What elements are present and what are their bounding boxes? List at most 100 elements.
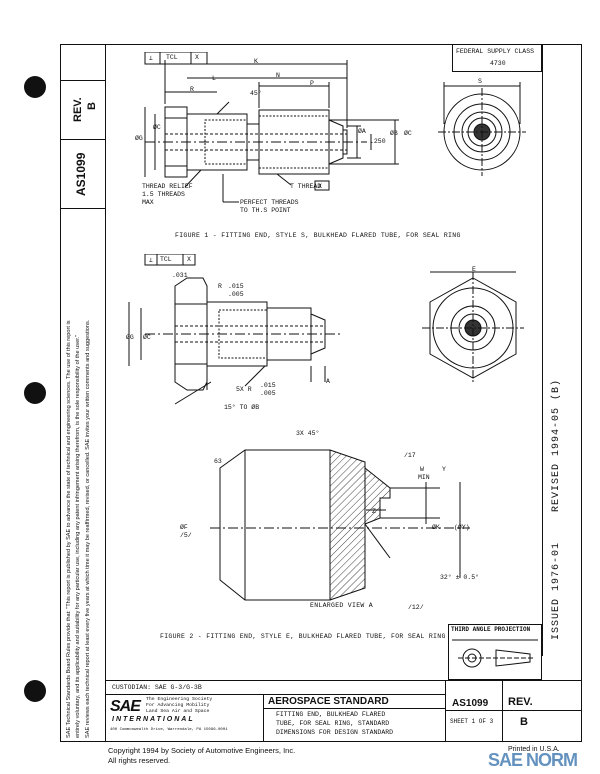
fig1-phiB: ØB [390,130,398,137]
binder-hole-top [24,76,46,98]
enlarged-MIN: MIN [418,474,430,481]
revised-date: REVISED 1994-05 (B) [551,378,562,512]
fig1-perfect: PERFECT THREADS [240,199,299,206]
aerospace-standard: AEROSPACE STANDARD [268,696,389,707]
fig2-phiG: ØG [126,334,134,341]
sae-tagline-1: The Engineering Society [146,697,213,702]
standard-line [263,708,445,709]
fig2-031: .031 [172,272,188,279]
figure1-caption: FIGURE 1 - FITTING END, STYLE S, BULKHEA… [175,232,461,239]
fig1-phiA: ØA [358,128,366,135]
fig2-frame-x: X [187,256,191,263]
enlarged-ref17: /17 [404,452,416,459]
third-angle-symbol [452,639,538,668]
enlarged-phiY: (ØY) [454,524,470,531]
enlarged-K: ØK [432,524,440,531]
left-doc-box [60,138,105,209]
left-rev-box [60,80,105,140]
fig1-frame-tcl: TCL [166,54,178,61]
disclaimer-line-3: SAE reviews each technical report at lea… [85,319,91,738]
fig2-005: .005 [228,291,244,298]
figure2-drawing [128,254,343,405]
title-line-1: FITTING END, BULKHEAD FLARED [276,711,386,718]
issued-date: ISSUED 1976-01 [551,541,562,640]
rev-value: B [520,716,528,728]
fig1-phiG: ØG [135,135,143,142]
fig1-250: .250 [370,138,386,145]
enlarged-5: /5/ [180,532,192,539]
third-angle-label: THIRD ANGLE PROJECTION [451,626,531,633]
fig1-to-point: TO TH.S POINT [240,207,291,214]
enlarged-W: W [420,466,424,473]
federal-supply-label: FEDERAL SUPPLY CLASS [456,48,535,55]
rights: All rights reserved. [108,756,171,765]
sae-address: 400 Commonwealth Drive, Warrendale, PA 1… [110,728,228,732]
title-line-3: DIMENSIONS FOR DESIGN STANDARD [276,729,394,736]
fig1-L: L [212,75,216,82]
sae-international: INTERNATIONAL [112,716,195,723]
fig1-S: S [478,78,482,85]
enlarged-view-drawing [210,449,470,601]
fig2-radius: 5X R [236,386,252,393]
fig2-005b: .005 [260,390,276,397]
rev-label: REV. [508,696,533,708]
drawing-sheet [60,44,582,742]
sheet-number: SHEET 1 OF 3 [450,718,494,725]
fig1-R: R [190,86,194,93]
figure1-drawing [144,52,399,203]
fig1-frame-x: X [195,54,199,61]
fig2-frame-tcl: TCL [160,256,172,263]
third-angle-box [448,624,542,680]
enlarged-caption: ENLARGED VIEW A [310,602,374,609]
fig1-phiC2: ØC [404,130,412,137]
sae-tagline-2: For Advancing Mobility [146,703,210,708]
left-rev-value: B [86,102,98,110]
fig2-R: R [218,283,222,290]
fig1-threads15: 1.5 THREADS [142,191,185,198]
enlarged-angle: 32° ± 0.5° [440,574,480,581]
figure2-end-view [422,271,524,384]
sae-tagline-3: Land Sea Air and Space [146,709,210,714]
fig2-phiC: ØC [143,334,151,341]
figure2-caption: FIGURE 2 - FITTING END, STYLE E, BULKHEA… [160,633,446,640]
watermark: SAE NORM [488,750,578,770]
fig1-K: K [254,58,258,65]
custodian-line [105,694,445,695]
left-rev-label: REV. [72,97,84,122]
fig2-to-phiB: 15° TO ØB [224,404,260,411]
fig2-015: .015 [228,283,244,290]
copyright: Copyright 1994 by Society of Automotive … [108,746,296,755]
left-doc-number: AS1099 [74,152,88,196]
sae-logo-box [105,694,264,742]
printed: Printed in U.S.A. [508,746,560,753]
fig2-A: A [326,378,330,385]
doc-number: AS1099 [452,698,489,709]
fig1-P: P [310,80,314,87]
fig1-x-box: X [318,183,322,190]
enlarged-63: 63 [214,458,222,465]
enlarged-Y: Y [442,466,446,473]
custodian: CUSTODIAN: SAE G-3/G-3B [112,684,202,691]
fig1-t-thread: T THREAD [290,183,322,190]
right-strip [542,44,583,656]
fig1-thread-relief: THREAD RELIEF [142,183,193,190]
enlarged-ref12: /12/ [408,604,424,611]
doc-box-line [445,710,582,711]
federal-supply-value: 4730 [490,60,506,67]
binder-hole-bottom [24,680,46,702]
fig2-frame-perp: ⊥ [149,257,153,264]
fig1-phiC: ØC [153,124,161,131]
fig1-N: N [276,72,280,79]
title-block [105,680,582,743]
fig2-015b: .015 [260,382,276,389]
enlarged-phiF: ØF [180,524,188,531]
federal-supply-box [452,44,542,72]
doc-box [445,680,503,742]
fig1-angle: 45° [250,90,262,97]
disclaimer-line-1: SAE Technical Standards Board Rules prov… [66,320,72,738]
enlarged-Z: Z [372,508,376,515]
disclaimer-line-2: entirely voluntary, and its applicabilit… [75,334,81,738]
title-line-2: TUBE, FOR SEAL RING, STANDARD [276,720,390,727]
fig1-max: MAX [142,199,154,206]
fig1-frame-perp: ⊥ [149,55,153,62]
